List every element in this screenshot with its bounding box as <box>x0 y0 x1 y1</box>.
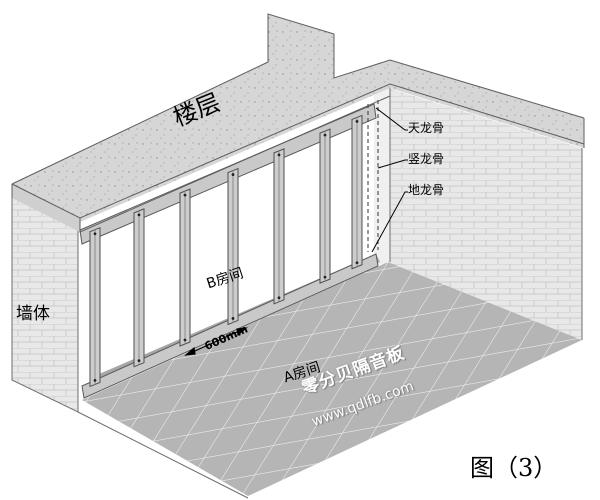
figure-caption: 图（3） <box>470 454 558 482</box>
floor-slab <box>11 13 585 233</box>
left-wall <box>12 188 78 412</box>
leader-lines <box>371 107 408 253</box>
right-wall <box>388 88 582 340</box>
top-track-label: 天龙骨 <box>408 121 445 135</box>
partition-frame <box>79 100 379 399</box>
bottom-track-label: 地龙骨 <box>408 183 445 197</box>
wall-body-label: 墙体 <box>16 304 50 324</box>
spacing-dimension <box>184 327 248 356</box>
vertical-stud-label: 竖龙骨 <box>408 152 445 166</box>
floor <box>82 262 582 496</box>
